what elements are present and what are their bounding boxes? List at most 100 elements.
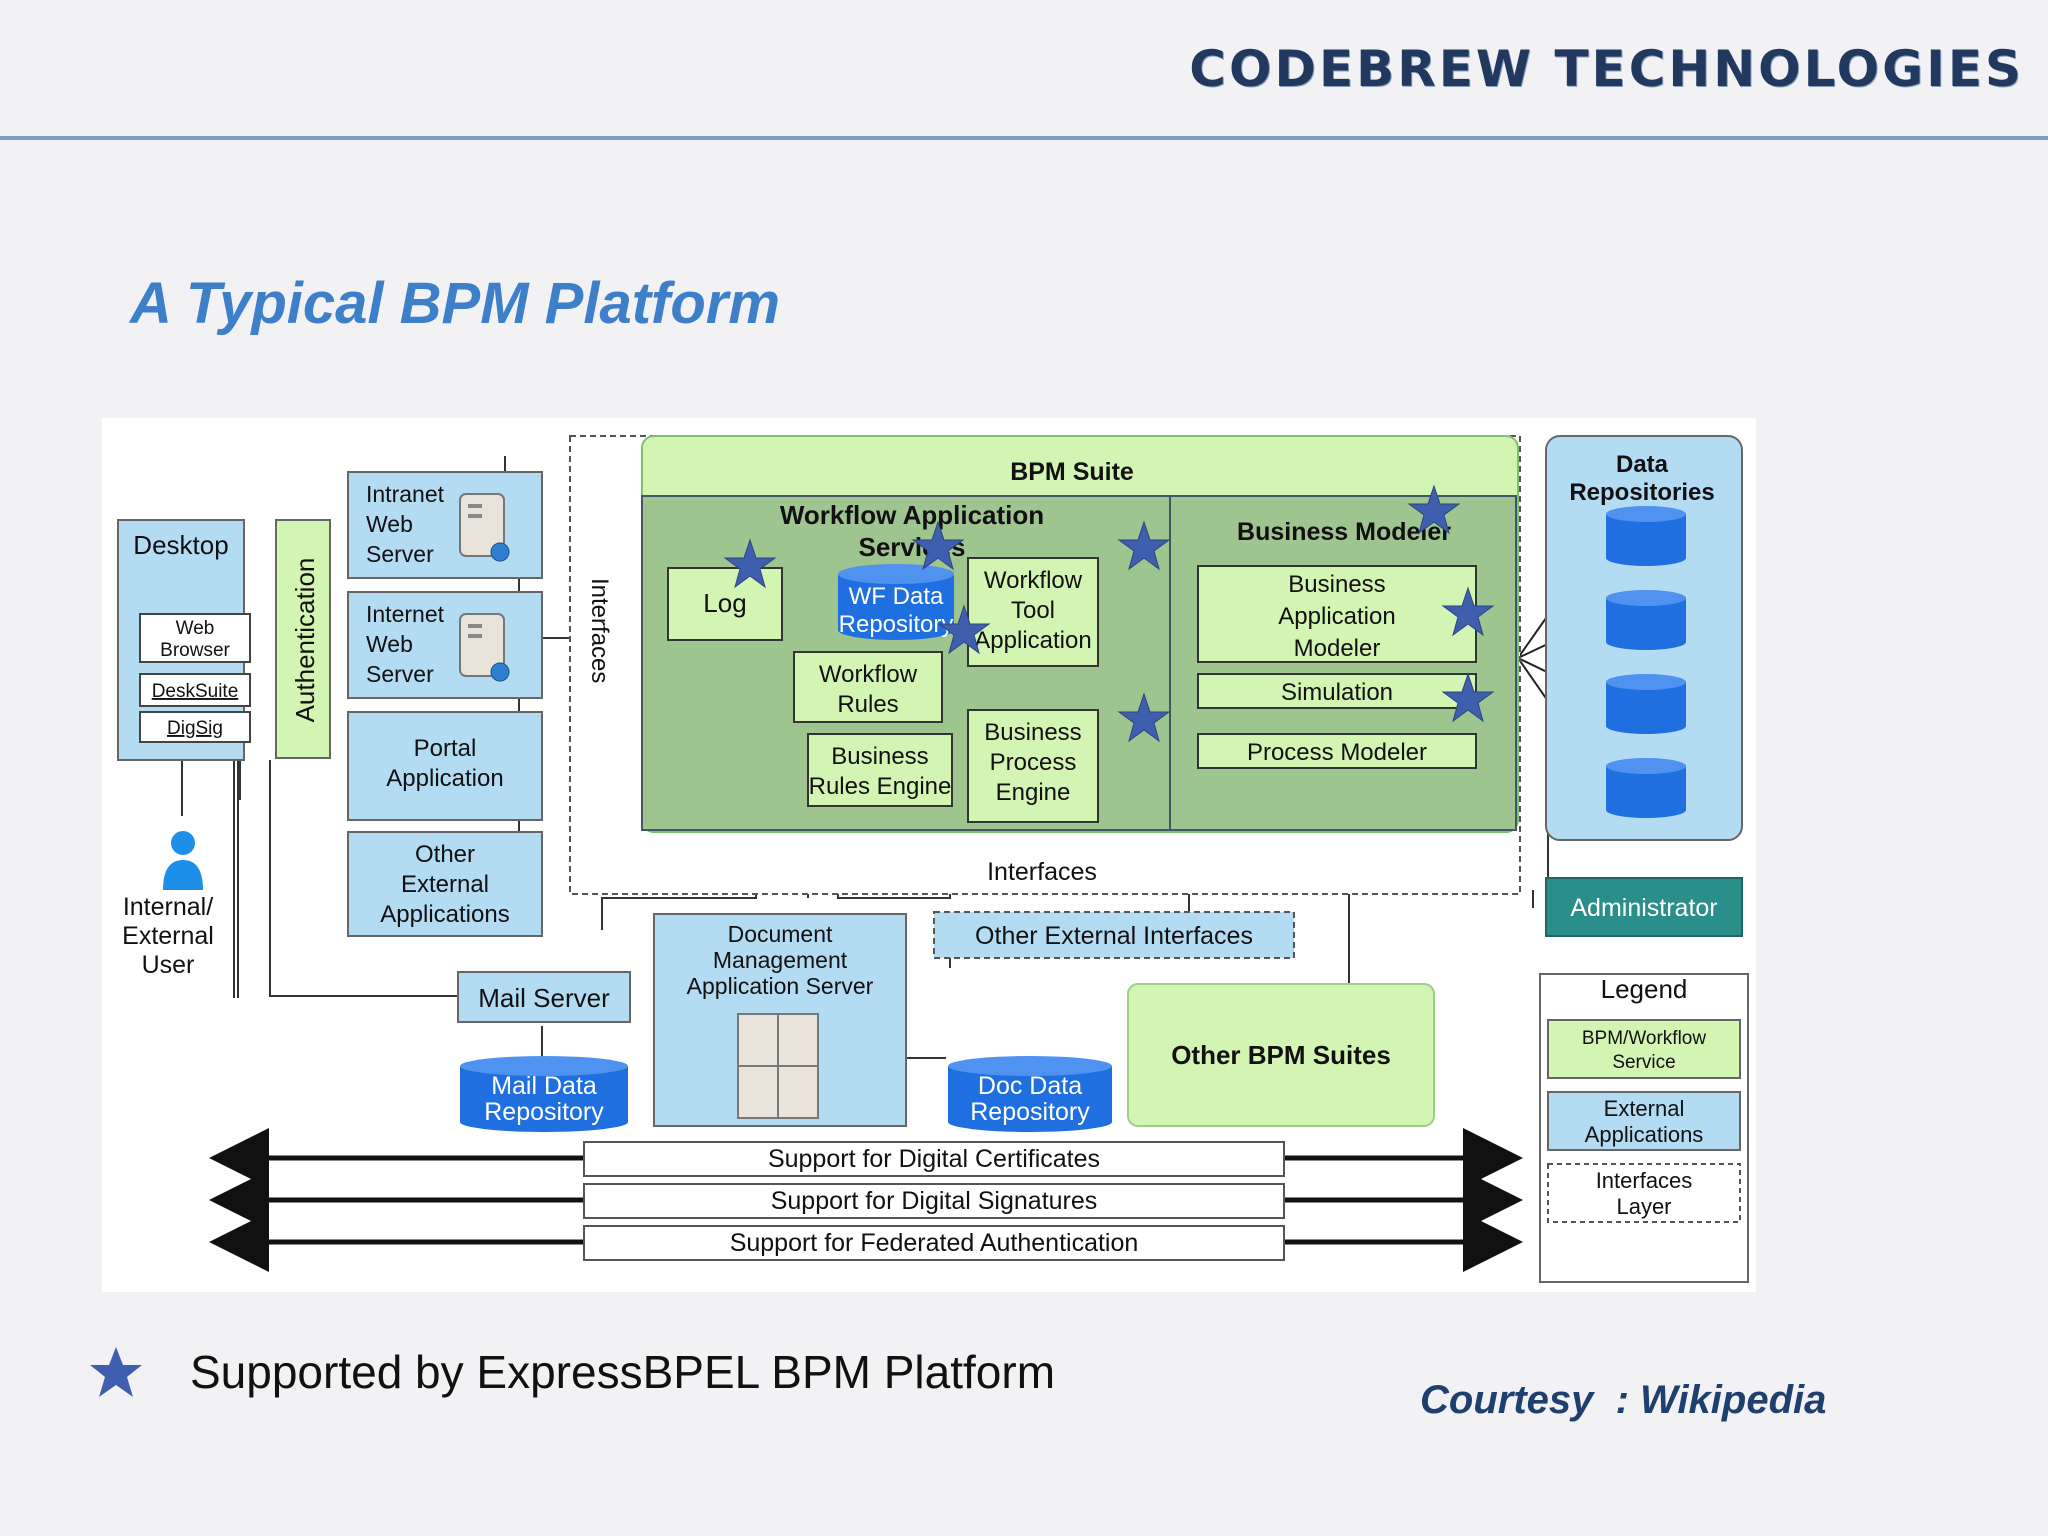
digsig-label: DigSig bbox=[167, 718, 223, 739]
star-icon bbox=[911, 520, 965, 571]
workflow-rules-label-2: Rules bbox=[837, 691, 898, 718]
other-ext-label-2: External bbox=[401, 871, 489, 898]
other-ext-label-1: Other bbox=[415, 841, 475, 868]
portal-label-2: Application bbox=[386, 765, 503, 792]
doc-data-label-2: Repository bbox=[970, 1098, 1090, 1126]
interfaces-vertical-label: Interfaces bbox=[586, 578, 613, 683]
business-rules-engine-label-2: Rules Engine bbox=[809, 773, 952, 800]
server-icon bbox=[459, 613, 510, 682]
business-app-modeler-label-2: Application bbox=[1278, 603, 1395, 630]
workflow-rules-label-1: Workflow bbox=[819, 661, 918, 688]
doc-mgmt-label-3: Application Server bbox=[687, 973, 874, 999]
internet-label-1: Internet bbox=[366, 601, 445, 627]
business-app-modeler-label-3: Modeler bbox=[1294, 635, 1381, 662]
doc-mgmt-label-1: Document bbox=[728, 921, 833, 947]
star-icon bbox=[1441, 586, 1495, 637]
stars bbox=[723, 484, 1495, 743]
bpm-suite-title: BPM Suite bbox=[1010, 458, 1134, 486]
database-icon bbox=[1606, 590, 1686, 650]
wf-data-repository: WF Data Repository bbox=[838, 564, 954, 640]
courtesy-text: Courtesy : Wikipedia bbox=[1420, 1378, 1827, 1422]
intranet-web-server: Intranet Web Server bbox=[347, 471, 543, 579]
support-federated-authentication: Support for Federated Authentication bbox=[730, 1229, 1139, 1257]
wf-data-label-1: WF Data bbox=[849, 583, 944, 610]
support-digital-signatures: Support for Digital Signatures bbox=[771, 1187, 1098, 1215]
business-process-engine-label-2: Process bbox=[990, 749, 1077, 776]
support-bars: Support for Digital Certificates Support… bbox=[583, 1141, 1285, 1261]
star-icon bbox=[1441, 672, 1495, 723]
mail-data-label-1: Mail Data bbox=[491, 1072, 597, 1100]
intranet-label-3: Server bbox=[366, 541, 434, 567]
brand-logo-text: CODEBREW TECHNOLOGIES bbox=[1189, 40, 2024, 98]
star-icon bbox=[1407, 484, 1461, 535]
mail-server-box: Mail Server bbox=[457, 971, 631, 1023]
legend-external-1: External bbox=[1604, 1096, 1685, 1121]
log-label: Log bbox=[703, 588, 746, 618]
web-browser-label: Web bbox=[176, 618, 215, 639]
bpm-platform-diagram: Desktop Web Browser DeskSuite DigSig Aut… bbox=[102, 418, 1756, 1292]
internet-web-server: Internet Web Server bbox=[347, 591, 543, 699]
desktop-box: Desktop Web Browser DeskSuite DigSig bbox=[117, 519, 251, 761]
simulation-label: Simulation bbox=[1281, 679, 1393, 706]
business-rules-engine-label-1: Business bbox=[831, 743, 928, 770]
workflow-tool-label-1: Workflow bbox=[984, 567, 1083, 594]
process-modeler-label: Process Modeler bbox=[1247, 739, 1427, 766]
administrator-label: Administrator bbox=[1570, 894, 1717, 922]
portal-application: Portal Application bbox=[347, 711, 543, 821]
server-rack-icon bbox=[737, 1013, 819, 1119]
desksuite-label: DeskSuite bbox=[152, 681, 239, 702]
other-external-interfaces-label: Other External Interfaces bbox=[975, 922, 1253, 950]
business-process-engine-label-3: Engine bbox=[996, 779, 1071, 806]
portal-label-1: Portal bbox=[414, 735, 477, 762]
legend-title: Legend bbox=[1601, 974, 1688, 1004]
internet-label-2: Web bbox=[366, 631, 413, 657]
intranet-label-1: Intranet bbox=[366, 481, 445, 507]
web-browser-label-2: Browser bbox=[160, 640, 230, 661]
doc-mgmt-label-2: Management bbox=[713, 947, 848, 973]
database-icon bbox=[1606, 758, 1686, 818]
other-bpm-suites: Other BPM Suites bbox=[1127, 983, 1435, 1127]
legend-bpm-workflow-2: Service bbox=[1612, 1052, 1675, 1073]
mail-server-label: Mail Server bbox=[478, 983, 610, 1013]
footnote-text: Supported by ExpressBPEL BPM Platform bbox=[190, 1346, 1056, 1398]
legend-interfaces-2: Layer bbox=[1616, 1194, 1671, 1219]
server-icon bbox=[459, 493, 510, 562]
other-ext-label-3: Applications bbox=[380, 901, 509, 928]
workflow-tool-label-3: Application bbox=[974, 627, 1091, 654]
legend-bpm-workflow-1: BPM/Workflow bbox=[1582, 1028, 1707, 1049]
wf-data-label-2: Repository bbox=[839, 611, 954, 638]
data-repositories: Data Repositories bbox=[1545, 435, 1743, 841]
database-icon bbox=[1606, 674, 1686, 734]
doc-data-repository: Doc Data Repository bbox=[948, 1056, 1112, 1132]
support-digital-certificates: Support for Digital Certificates bbox=[768, 1145, 1100, 1173]
data-repositories-title-2: Repositories bbox=[1569, 479, 1714, 506]
database-icon bbox=[1606, 506, 1686, 566]
workflow-tool-label-2: Tool bbox=[1011, 597, 1055, 624]
desktop-title: Desktop bbox=[133, 530, 228, 560]
interfaces-bottom-label: Interfaces bbox=[987, 858, 1097, 886]
internet-label-3: Server bbox=[366, 661, 434, 687]
business-process-engine-label-1: Business bbox=[984, 719, 1081, 746]
authentication-box: Authentication bbox=[275, 519, 331, 759]
legend-external-2: Applications bbox=[1585, 1122, 1704, 1147]
star-icon bbox=[937, 604, 991, 655]
other-external-applications: Other External Applications bbox=[347, 831, 543, 937]
user-label-3: User bbox=[142, 951, 195, 979]
slide-title: A Typical BPM Platform bbox=[130, 271, 780, 336]
other-bpm-suites-label: Other BPM Suites bbox=[1171, 1040, 1391, 1070]
data-repositories-title-1: Data bbox=[1616, 451, 1669, 478]
business-app-modeler-label-1: Business bbox=[1288, 571, 1385, 598]
user-icon bbox=[163, 831, 203, 890]
business-modeler-title: Business Modeler bbox=[1237, 518, 1451, 546]
user-label-1: Internal/ bbox=[123, 893, 213, 921]
workflow-services-title-1: Workflow Application bbox=[780, 500, 1044, 530]
document-management-server: Document Management Application Server bbox=[653, 913, 907, 1127]
user-label-2: External bbox=[122, 922, 214, 950]
bpm-suite: BPM Suite Workflow Application Services … bbox=[641, 435, 1519, 833]
mail-data-label-2: Repository bbox=[484, 1098, 604, 1126]
doc-data-label-1: Doc Data bbox=[978, 1072, 1082, 1100]
intranet-label-2: Web bbox=[366, 511, 413, 537]
authentication-label: Authentication bbox=[290, 558, 320, 723]
legend: Legend BPM/Workflow Service External App… bbox=[1539, 973, 1749, 1283]
star-icon bbox=[723, 538, 777, 589]
